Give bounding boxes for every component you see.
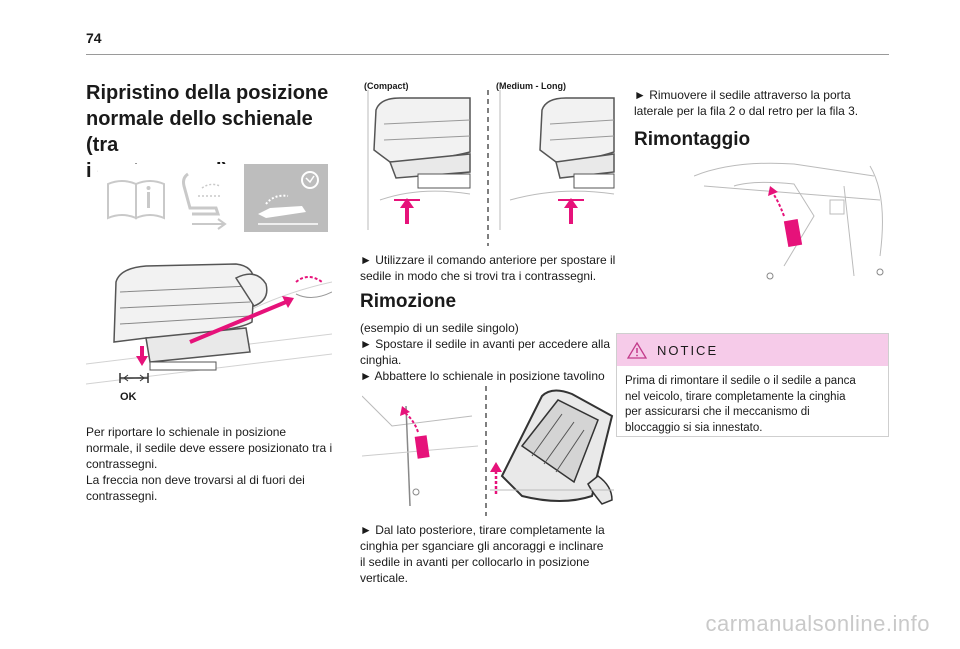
strap-pull-detail [362,395,479,507]
watermark: carmanualsonline.info [705,611,930,636]
header-rule [86,54,889,55]
seat-folded-icon [244,164,328,232]
step-pull-strap: ► Dal lato posteriore, tirare completame… [360,523,605,585]
seat-tilt-detail [490,389,614,505]
reassembly-illustration [694,162,884,280]
seat-position-illustration [86,263,332,385]
page-number: 74 [86,30,102,46]
section-title-removal: Rimozione [360,291,457,312]
step-move-seat: ► Utilizzare il comando anteriore per sp… [360,253,616,283]
notice-box: NOTICE Prima di rimontare il sedile o il… [616,333,889,437]
notice-header: NOTICE [617,334,888,366]
compact-seat [367,90,471,230]
seat-recline-icon [182,172,227,230]
label-medium-long: (Medium - Long) [496,81,566,91]
ok-label: OK [120,391,137,403]
icon-strip [98,164,328,232]
notice-label: NOTICE [657,342,719,358]
restore-instructions: Per riportare lo schienale in posizione … [86,425,333,503]
medium-long-seat [499,90,615,230]
label-compact: (Compact) [364,81,409,91]
removal-instructions: (esempio di un sedile singolo) ► Spostar… [360,321,611,383]
step-remove-seat: ► Rimuovere il sedile attraverso la port… [634,88,859,118]
seat-markers-illustration [367,90,615,246]
seat-removal-illustration [362,386,614,516]
book-info-icon [107,180,165,220]
notice-text: Prima di rimontare il sedile o il sedile… [625,375,856,434]
section-title-reassembly: Rimontaggio [634,129,751,150]
warning-triangle-icon [627,341,647,359]
